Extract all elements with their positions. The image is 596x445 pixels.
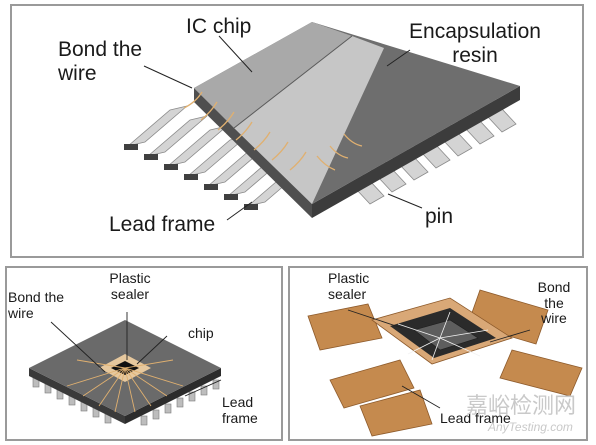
br-bond-wires [397, 311, 489, 361]
br-chip [413, 319, 479, 351]
br-plastic-sealer-label: Plastic sealer [328, 270, 370, 302]
encapsulation-resin-line-2: resin [452, 43, 498, 67]
bottom-right-panel: Plastic sealer Bond the wire Lead frame [288, 266, 588, 441]
bond-the-wire-line-1: Bond the [58, 38, 143, 61]
ic-chip-label: IC chip [186, 15, 252, 38]
br-bond-the-wire-line-3: wire [541, 310, 567, 327]
soic-package-illustration [124, 22, 520, 221]
front-lead-feet [124, 144, 258, 210]
cutaway-edge [233, 35, 353, 129]
encapsulation-resin-label: Encapsulation resin [395, 20, 555, 67]
bl-plastic-sealer-line-1: Plastic [109, 270, 151, 286]
br-lead-frame-label: Lead frame [440, 410, 511, 426]
bond-the-wire-label: Bond the wire [58, 38, 142, 85]
lead-frame-label: Lead frame [109, 213, 216, 236]
bl-bond-the-wire-line-1: Bond the [8, 289, 65, 305]
qfp-body-side [125, 368, 221, 424]
resin-side-face [312, 86, 520, 218]
bond-wires [183, 91, 363, 171]
br-plastic-sealer-line-2: sealer [328, 285, 367, 302]
bl-lead-frame-line-1: Lead [222, 394, 254, 410]
bl-bond-the-wire-label: Bond the wire [8, 289, 65, 321]
pin-label: pin [425, 205, 454, 228]
bl-leader-lines [50, 312, 222, 397]
bond-the-wire-line-2: wire [58, 61, 97, 85]
bl-plastic-sealer-line-2: sealer [110, 285, 150, 302]
exploded-package-illustration [307, 289, 583, 437]
resin-front-face [194, 88, 312, 218]
bottom-left-panel: Plastic sealer Bond the wire chip Lead f… [5, 266, 283, 441]
qfp-body-front [29, 368, 125, 424]
bl-lead-frame-line-2: frame [222, 409, 258, 426]
watermark-en: AnyTesting.com [488, 420, 573, 434]
lead-frame-cutaway [234, 36, 384, 204]
top-panel: IC chip Encapsulation resin Bond the wir… [10, 4, 584, 258]
bl-bond-the-wire-line-2: wire [8, 304, 34, 321]
br-bond-the-wire-line-2: the [544, 294, 564, 311]
br-plastic-sealer-line-1: Plastic [328, 270, 370, 286]
bl-chip-label: chip [188, 325, 214, 341]
encapsulation-resin-line-1: Encapsulation [409, 20, 541, 43]
bl-plastic-sealer-label: Plastic sealer [95, 270, 165, 302]
br-bond-the-wire-line-1: Bond [537, 279, 571, 295]
qfp-package-illustration [29, 312, 222, 426]
qfp-bond-wires [66, 359, 184, 413]
watermark-cn: 嘉峪检测网 [466, 393, 577, 418]
br-leader-lines [347, 309, 531, 409]
br-bond-the-wire-label: Bond the wire [526, 279, 582, 327]
qfp-leads [32, 377, 220, 426]
leader-lines [143, 35, 423, 221]
bl-lead-frame-label: Lead frame [222, 394, 258, 426]
ic-chip-cutaway [194, 22, 352, 128]
